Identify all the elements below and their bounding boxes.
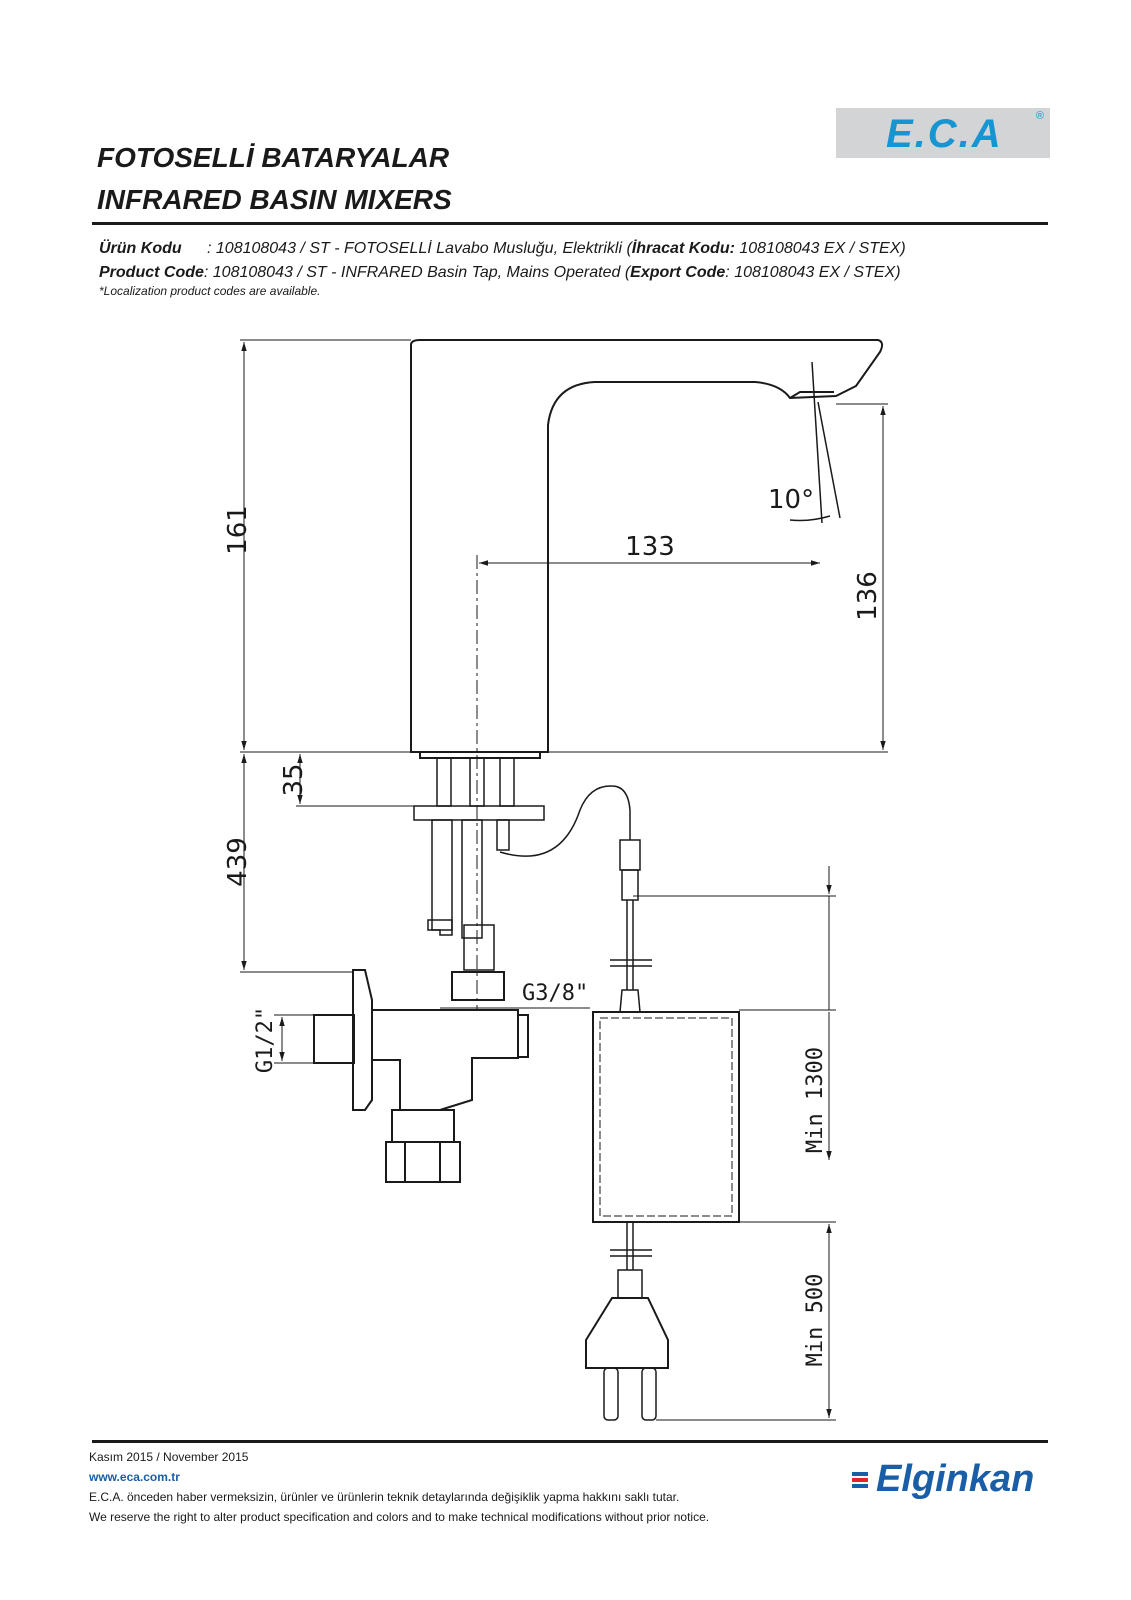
- export-code-tr-value: 108108043 EX / STEX): [734, 240, 906, 257]
- angle-valve: [313, 969, 529, 1183]
- dim-text-161: 161: [223, 505, 253, 555]
- dimension-min-1300: [633, 866, 836, 1223]
- product-code-tr-text: : 108108043 / ST - FOTOSELLİ Lavabo Musl…: [207, 240, 632, 257]
- footer-disclaimer-en: We reserve the right to alter product sp…: [89, 1510, 710, 1524]
- cable-and-connector: [610, 839, 652, 1013]
- footer-disclaimer-tr: E.C.A. önceden haber vermeksizin, ürünle…: [89, 1490, 680, 1504]
- dim-text-439: 439: [223, 837, 253, 887]
- export-code-en-value: : 108108043 EX / STEX): [725, 264, 901, 281]
- faucet-body: [410, 339, 884, 759]
- dim-text-35: 35: [279, 763, 309, 796]
- localization-note: *Localization product codes are availabl…: [99, 284, 321, 298]
- eca-logo: E.C.A ®: [836, 108, 1050, 158]
- dimension-g12: [274, 1014, 314, 1064]
- title-english: INFRARED BASIN MIXERS: [97, 184, 452, 215]
- dim-text-min-500: Min 500: [803, 1274, 828, 1367]
- header-rule: [92, 222, 1048, 225]
- footer-date: Kasım 2015 / November 2015: [89, 1450, 249, 1464]
- dim-text-g12: G1/2": [253, 1007, 278, 1073]
- export-code-tr-label: İhracat Kodu:: [631, 240, 735, 257]
- dim-text-angle: 10°: [768, 485, 814, 515]
- elginkan-logo-icon: [852, 1472, 868, 1488]
- dimension-161: [240, 339, 411, 750]
- registered-mark: ®: [1035, 110, 1044, 122]
- product-code-tr-label: Ürün Kodu: [99, 240, 182, 257]
- footer-website[interactable]: www.eca.com.tr: [89, 1470, 180, 1484]
- dim-text-g38: G3/8": [522, 981, 588, 1006]
- product-code-tr: Ürün Kodu : 108108043 / ST - FOTOSELLİ La…: [99, 240, 906, 258]
- transformer-box: [592, 1011, 740, 1223]
- dim-text-min-1300: Min 1300: [803, 1047, 828, 1153]
- under-deck-assembly: [413, 757, 631, 971]
- dimension-min-500: [656, 1224, 836, 1421]
- product-code-en-text: : 108108043 / ST - INFRARED Basin Tap, M…: [203, 264, 631, 281]
- dim-text-133: 133: [625, 532, 675, 562]
- title-turkish: FOTOSELLİ BATARYALAR: [97, 142, 450, 173]
- footer-rule: [92, 1440, 1048, 1443]
- export-code-en-label: Export Code: [630, 264, 726, 281]
- sensor-angle: [789, 361, 841, 524]
- product-code-en: Product Code: 108108043 / ST - INFRARED …: [99, 264, 901, 282]
- dimension-136: [548, 403, 888, 753]
- eca-logo-text: E.C.A: [886, 112, 1003, 156]
- product-code-en-label: Product Code: [99, 264, 204, 281]
- power-plug: [585, 1222, 669, 1421]
- dimension-35-439: [240, 751, 414, 973]
- dim-text-136: 136: [853, 571, 883, 621]
- elginkan-logo: Elginkan: [876, 1458, 1035, 1500]
